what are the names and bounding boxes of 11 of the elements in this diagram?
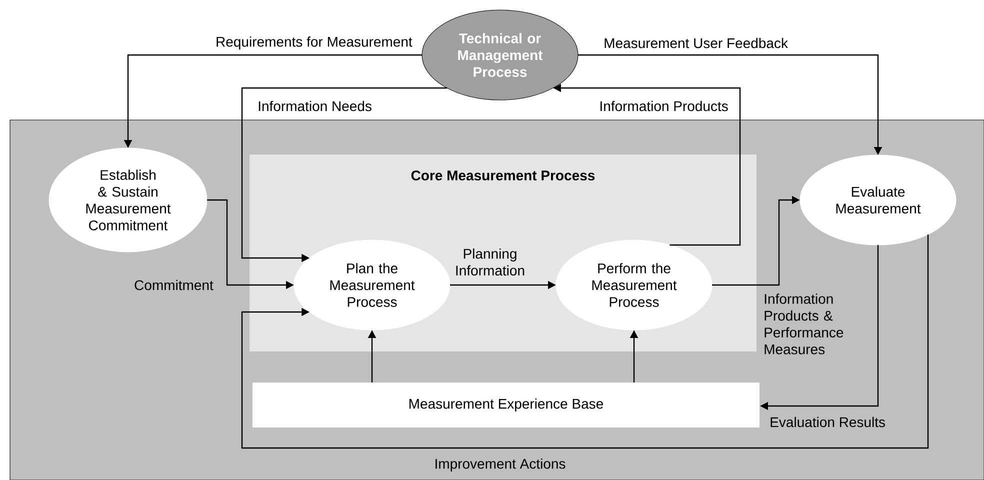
edge-label: Commitment xyxy=(134,280,214,290)
edge-label: Information Products & Performance Measures xyxy=(764,294,844,354)
edge-label: Evaluation Results xyxy=(770,416,885,428)
edge-label: Requirements for Measurement xyxy=(216,36,412,50)
edge-label: Information Needs xyxy=(258,100,372,112)
edge-label: Planning Information xyxy=(456,248,524,276)
edge-label: Information Products xyxy=(600,100,728,112)
arrow xyxy=(241,234,929,449)
process-box: Measurement Experience Base xyxy=(252,382,760,428)
edge-label: Measurement User Feedback xyxy=(604,38,788,48)
edge-label: Improvement Actions xyxy=(436,458,566,472)
